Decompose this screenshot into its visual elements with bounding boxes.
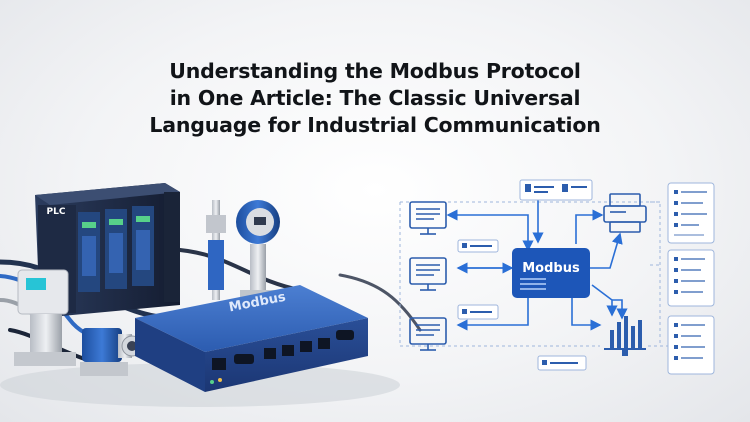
- monitor-icon: [409, 257, 447, 291]
- modbus-gateway: [135, 285, 368, 392]
- server-icon: [603, 193, 647, 233]
- title-line-1: Understanding the Modbus Protocol: [169, 59, 581, 83]
- monitor-icon: [409, 201, 447, 235]
- hub-connectors: [446, 186, 628, 331]
- hub-label: Modbus: [522, 261, 580, 276]
- left-sensor: [14, 269, 76, 366]
- monitor-icon: [409, 317, 447, 351]
- side-panel-rows: [674, 190, 707, 360]
- title-line-2: in One Article: The Classic Universal: [169, 86, 581, 110]
- article-title: Understanding the Modbus Protocol in One…: [0, 58, 750, 139]
- plc-label: PLC: [47, 207, 66, 217]
- info-card: [457, 179, 593, 371]
- bar-chart-icon: [604, 316, 646, 356]
- info-card-lines: [462, 184, 587, 365]
- plc-module: [35, 183, 180, 318]
- modbus-hub: [512, 248, 590, 298]
- title-line-3: Language for Industrial Communication: [149, 113, 601, 137]
